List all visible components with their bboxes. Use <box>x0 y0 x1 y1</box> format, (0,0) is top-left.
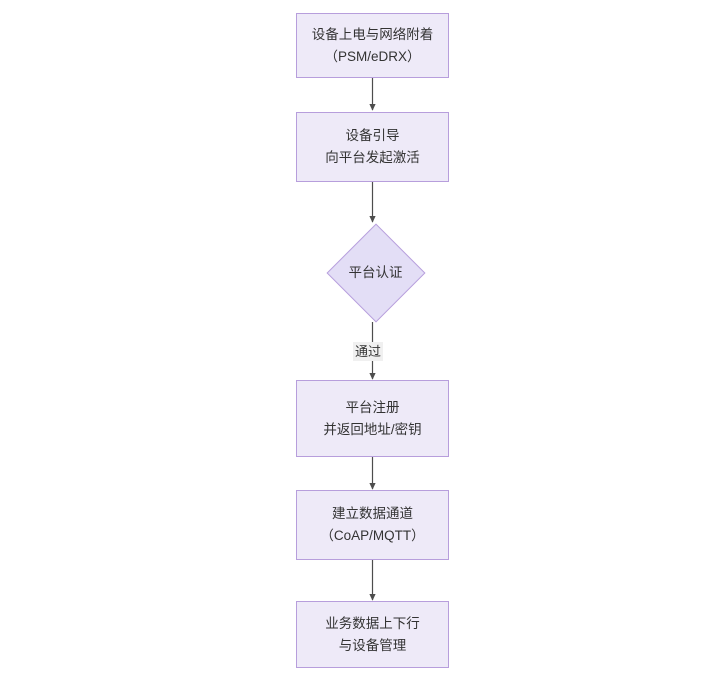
node-bootstrap-line-2: 向平台发起激活 <box>325 150 420 165</box>
node-data-channel[interactable]: 建立数据通道 （CoAP/MQTT） <box>296 490 449 560</box>
node-bootstrap-line-1: 设备引导 <box>345 128 400 143</box>
node-bootstrap[interactable]: 设备引导 向平台发起激活 <box>296 112 449 182</box>
node-service-data[interactable]: 业务数据上下行 与设备管理 <box>296 601 449 668</box>
edge-label-pass-text: 通过 <box>355 344 382 359</box>
node-platform-auth-label: 平台认证 <box>348 264 403 280</box>
node-platform-register-line-1: 平台注册 <box>345 399 400 415</box>
edge-label-pass: 通过 <box>353 342 384 361</box>
node-service-data-line-2: 与设备管理 <box>338 637 407 653</box>
node-data-channel-line-1: 建立数据通道 <box>332 506 413 521</box>
node-platform-auth[interactable]: 平台认证 <box>326 223 425 322</box>
node-power-on[interactable]: 设备上电与网络附着 （PSM/eDRX） <box>296 13 449 78</box>
node-platform-register-line-2: 并返回地址/密钥 <box>323 421 422 437</box>
node-power-on-line-1: 设备上电与网络附着 <box>311 26 434 42</box>
node-service-data-line-1: 业务数据上下行 <box>325 615 420 631</box>
node-data-channel-line-2: （CoAP/MQTT） <box>320 528 425 543</box>
node-power-on-line-2: （PSM/eDRX） <box>324 48 421 64</box>
node-platform-register[interactable]: 平台注册 并返回地址/密钥 <box>296 380 449 457</box>
